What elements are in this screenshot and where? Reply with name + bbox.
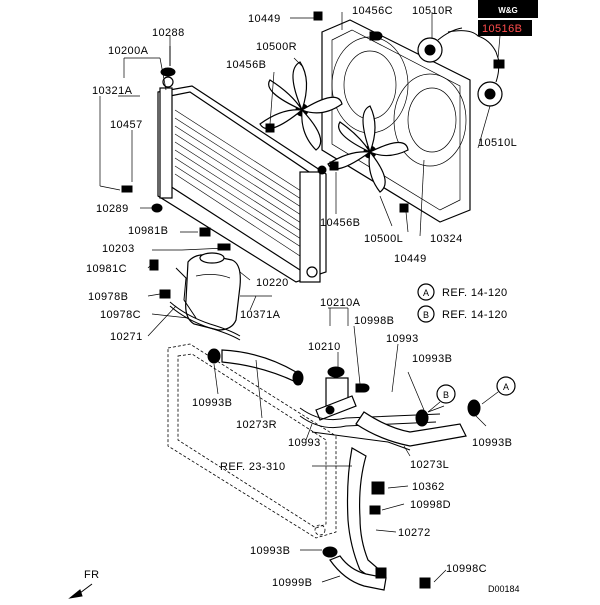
label-10324: 10324	[430, 233, 463, 245]
label-10993B-left: 10993B	[192, 397, 232, 409]
direction-label: FR	[84, 569, 99, 581]
lower-hose	[355, 399, 481, 447]
label-10210A: 10210A	[320, 297, 361, 309]
label-10200A: 10200A	[108, 45, 149, 57]
ref-b-text: REF. 14-120	[442, 309, 508, 321]
part-labels: 10449 10456C 10510R 10516B 10288 10200A …	[86, 5, 532, 589]
label-ref-23-310: REF. 23-310	[220, 461, 286, 473]
label-10457: 10457	[110, 119, 143, 131]
label-10516B: 10516B	[482, 23, 522, 35]
fan-harness	[447, 30, 505, 69]
heater-hoses	[299, 407, 441, 451]
label-10203: 10203	[102, 243, 135, 255]
label-10371A: 10371A	[240, 309, 281, 321]
label-10998D: 10998D	[410, 499, 451, 511]
label-10220: 10220	[256, 277, 289, 289]
label-10271: 10271	[110, 331, 143, 343]
fan-shroud	[317, 19, 471, 223]
label-10978C: 10978C	[100, 309, 141, 321]
reference-legend: A REF. 14-120 B REF. 14-120	[417, 283, 508, 323]
watermark-text: W&G	[498, 6, 518, 15]
label-10999B: 10999B	[272, 577, 312, 589]
label-10210: 10210	[308, 341, 341, 353]
upper-hose	[207, 348, 304, 386]
diagram-code: D00184	[488, 584, 520, 594]
label-10981C: 10981C	[86, 263, 127, 275]
label-10993B-r2: 10993B	[472, 437, 512, 449]
radiator-ghost	[167, 343, 337, 539]
fan-motor-right	[417, 27, 463, 63]
ref-a-letter: A	[423, 288, 429, 298]
thermostat-housing	[315, 366, 370, 421]
label-10449-bot: 10449	[394, 253, 427, 265]
label-10978B: 10978B	[88, 291, 128, 303]
mount-bolt	[121, 185, 163, 213]
callout-a-letter: A	[503, 382, 509, 392]
label-10500R: 10500R	[256, 41, 297, 53]
label-10993-low: 10993	[288, 437, 321, 449]
label-10456B-bot: 10456B	[320, 217, 360, 229]
callout-b-letter: B	[443, 390, 449, 400]
radiator-core	[157, 76, 327, 283]
label-10998B: 10998B	[354, 315, 394, 327]
label-10288: 10288	[152, 27, 185, 39]
label-10362: 10362	[412, 481, 445, 493]
label-10449-top: 10449	[248, 13, 281, 25]
ref-b-letter: B	[423, 310, 429, 320]
label-10510L: 10510L	[478, 137, 517, 149]
shroud-bolt	[265, 11, 409, 213]
callout-b: B	[427, 384, 456, 413]
label-10998C: 10998C	[446, 563, 487, 575]
label-10500L: 10500L	[364, 233, 403, 245]
reservoir-tank	[149, 227, 241, 331]
label-10321A: 10321A	[92, 85, 133, 97]
label-10510R: 10510R	[412, 5, 453, 17]
leader-lines	[99, 12, 501, 583]
label-10456B-top: 10456B	[226, 59, 266, 71]
label-10456C: 10456C	[352, 5, 393, 17]
watermark-badge: W&G	[478, 0, 538, 18]
front-direction-arrow: FR	[68, 569, 99, 599]
label-10981B: 10981B	[128, 225, 168, 237]
callout-a: A	[481, 376, 516, 405]
fan-motor-left	[477, 61, 503, 107]
label-10993-mid: 10993	[386, 333, 419, 345]
label-10993B-bot: 10993B	[250, 545, 290, 557]
bypass-hose	[322, 447, 387, 591]
fan-blade-left	[327, 105, 409, 193]
radiator-cap	[160, 46, 176, 77]
overflow-hose	[169, 301, 241, 341]
label-10289: 10289	[96, 203, 129, 215]
label-10272: 10272	[398, 527, 431, 539]
label-10993B-r1: 10993B	[412, 353, 452, 365]
label-10273R: 10273R	[236, 419, 277, 431]
ref-a-text: REF. 14-120	[442, 287, 508, 299]
label-10273L: 10273L	[410, 459, 449, 471]
